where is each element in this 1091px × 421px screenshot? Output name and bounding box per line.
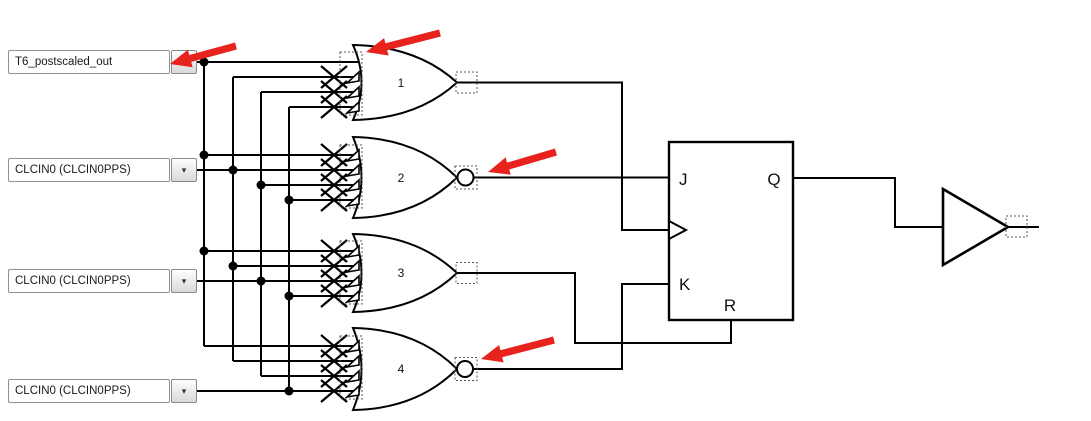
gate-1-body-or[interactable] <box>351 43 459 122</box>
junction-dot <box>256 180 266 190</box>
junction-dot <box>284 195 294 205</box>
gate-4-body-nor[interactable] <box>351 326 459 412</box>
gate-2-input-3-polarity-toggle[interactable] <box>344 178 360 193</box>
gate-4-output-selection-box <box>454 357 478 381</box>
flipflop-pin-q: Q <box>767 170 780 189</box>
gate-3-number: 3 <box>398 266 405 280</box>
input-1-dropdown-button[interactable]: ▾ <box>171 50 197 74</box>
flipflop-pin-r: R <box>724 296 736 315</box>
wire-gate1-to-clock <box>457 81 669 231</box>
selection-outlines-layer <box>339 51 1028 400</box>
gate-4-input-3-polarity-toggle[interactable] <box>344 369 360 384</box>
wires-layer <box>197 57 1039 396</box>
gate-3-output-selection-box <box>455 262 478 284</box>
input-4-value[interactable]: CLCIN0 (CLCIN0PPS) <box>8 379 170 403</box>
wire-gate3-to-r <box>457 272 732 344</box>
chevron-down-icon: ▾ <box>181 56 187 67</box>
input-1-value[interactable]: T6_postscaled_out <box>8 50 170 74</box>
input-2-value[interactable]: CLCIN0 (CLCIN0PPS) <box>8 158 170 182</box>
chevron-down-icon: ▾ <box>181 385 187 396</box>
gates-layer <box>320 43 459 412</box>
gate-2-number: 2 <box>398 171 405 185</box>
gate-4-number: 4 <box>398 362 405 376</box>
junction-dot <box>284 291 294 301</box>
gate-2-input-2-polarity-toggle[interactable] <box>344 163 360 178</box>
input-2-combobox[interactable]: CLCIN0 (CLCIN0PPS) ▾ <box>8 158 197 182</box>
gate-2-input-4-disconnect-x <box>320 188 348 212</box>
gate-4-output-bubble[interactable] <box>456 360 474 378</box>
flipflop-pin-j: J <box>679 170 688 189</box>
gate-1-input-4-polarity-toggle[interactable] <box>344 100 360 115</box>
gate-4-input-2-polarity-toggle[interactable] <box>344 354 360 369</box>
gate-1-input-selection-box <box>339 51 363 116</box>
input-4-dropdown-button[interactable]: ▾ <box>171 379 197 403</box>
gate-2-output-bubble[interactable] <box>456 168 475 187</box>
chevron-down-icon: ▾ <box>181 164 187 175</box>
output-buffer[interactable] <box>941 186 1011 268</box>
gate-1-input-2-polarity-toggle[interactable] <box>344 70 360 85</box>
input-3-combobox[interactable]: CLCIN0 (CLCIN0PPS) ▾ <box>8 269 197 293</box>
gate-2-output-selection-box <box>454 165 478 190</box>
gate-1-input-4-disconnect-x <box>320 95 348 119</box>
gate-2-input-4-polarity-toggle[interactable] <box>344 193 360 208</box>
gate-3-input-3-polarity-toggle[interactable] <box>344 274 360 289</box>
gate-3-input-4-disconnect-x <box>320 284 348 308</box>
jk-flipflop-body[interactable] <box>667 140 795 322</box>
input-3-value[interactable]: CLCIN0 (CLCIN0PPS) <box>8 269 170 293</box>
wire-gate4-to-k <box>473 283 669 370</box>
gate-3-input-selection-box <box>339 240 363 305</box>
gate-3-input-4-polarity-toggle[interactable] <box>344 289 360 304</box>
gate-1-output-selection-box <box>455 71 478 94</box>
gate-4-input-4-polarity-toggle[interactable] <box>344 384 360 399</box>
input-4-combobox[interactable]: CLCIN0 (CLCIN0PPS) ▾ <box>8 379 197 403</box>
gate-3-input-2-polarity-toggle[interactable] <box>344 259 360 274</box>
wire-q-to-buffer <box>793 177 943 228</box>
input-1-combobox[interactable]: T6_postscaled_out ▾ <box>8 50 197 74</box>
gate-2-input-selection-box <box>339 144 363 209</box>
chevron-down-icon: ▾ <box>181 275 187 286</box>
buffer-output-selection-box <box>1005 215 1028 238</box>
flipflop-pin-k: K <box>679 275 691 294</box>
input-3-dropdown-button[interactable]: ▾ <box>171 269 197 293</box>
junction-dot <box>228 261 238 271</box>
gate-2-input-1-polarity-toggle[interactable] <box>344 148 360 163</box>
gate-3-input-1-polarity-toggle[interactable] <box>344 244 360 259</box>
gate-1-number: 1 <box>398 76 405 90</box>
junction-dot <box>228 165 238 175</box>
junction-dot <box>199 57 209 67</box>
junction-dot <box>199 150 209 160</box>
gate-2-body-nor[interactable] <box>351 135 459 220</box>
flipflop-clock-triangle-icon <box>668 219 689 241</box>
junction-dot <box>284 386 294 396</box>
junction-dot <box>199 246 209 256</box>
gate-4-input-4-disconnect-x <box>320 379 348 403</box>
gate-4-input-selection-box <box>339 335 363 400</box>
gate-3-body-or[interactable] <box>351 232 459 314</box>
gate-1-input-3-polarity-toggle[interactable] <box>344 85 360 100</box>
gate-4-input-1-polarity-toggle[interactable] <box>344 339 360 354</box>
input-2-dropdown-button[interactable]: ▾ <box>171 158 197 182</box>
junction-dot <box>256 276 266 286</box>
